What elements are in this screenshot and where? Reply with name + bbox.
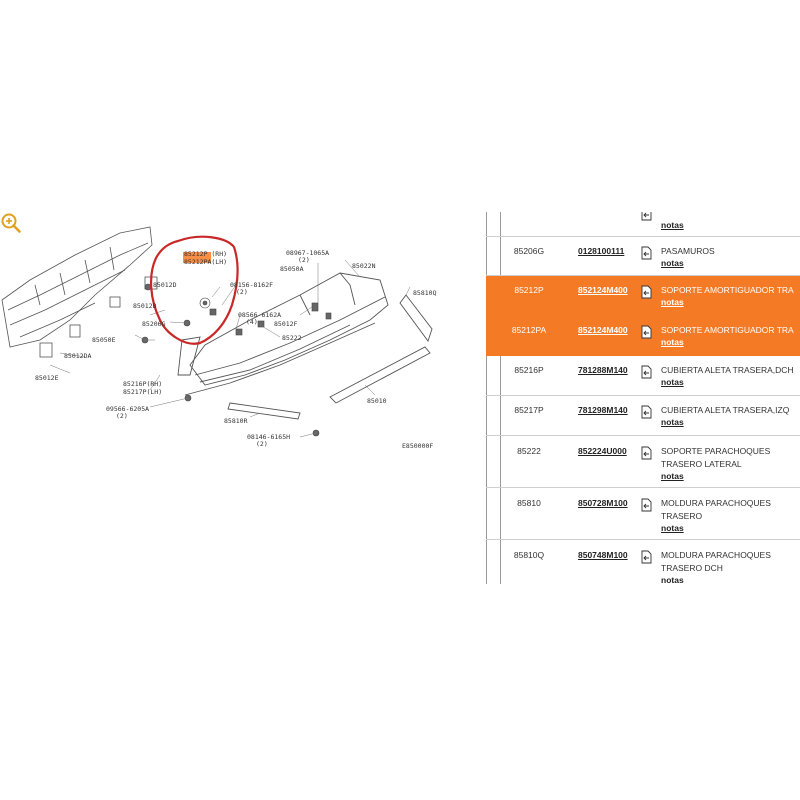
document-arrow-icon[interactable] [641, 549, 652, 564]
label-85012e: 85012E [35, 374, 59, 382]
part-reference-link[interactable]: 0128100111 [578, 246, 625, 256]
part-code: 85217P [514, 405, 544, 415]
document-arrow-icon[interactable] [641, 364, 652, 379]
zoom-in-icon[interactable] [0, 212, 22, 234]
part-reference-link[interactable]: 852124M400 [578, 325, 628, 335]
document-arrow-icon[interactable] [641, 324, 652, 339]
table-left-border [486, 212, 487, 584]
notes-link[interactable]: notas [661, 575, 684, 584]
notes-link[interactable]: notas [661, 523, 684, 533]
bumper-drawing [184, 272, 389, 396]
parts-diagram: 85212P (RH) 85212PA(LH) 08967-1065A (2) … [0, 225, 470, 465]
label-85012f: 85012F [274, 320, 298, 328]
label-85217p: 85217P(LH) [123, 388, 162, 396]
part-description: MOLDURA PARACHOQUES TRASERO DCH [661, 550, 771, 573]
label-85050e: 85050E [92, 336, 116, 344]
label-08566: 08566-6162A [238, 311, 281, 319]
label-85012d: 85012D [153, 281, 177, 289]
fastener-drawing [141, 283, 332, 437]
part-description: PASAMUROS [661, 246, 715, 256]
part-reference-link[interactable]: 850748M100 [578, 550, 628, 560]
document-arrow-icon[interactable] [641, 404, 652, 419]
label-08146-qty: (2) [256, 440, 268, 448]
label-09566-qty: (2) [116, 412, 128, 420]
part-code: 85810Q [513, 550, 545, 560]
label-85212pa: 85212PA(LH) [184, 258, 227, 266]
notes-link[interactable]: notas [661, 337, 684, 347]
molding-drawing [177, 294, 433, 420]
document-arrow-icon[interactable] [641, 284, 652, 299]
document-arrow-icon[interactable] [641, 245, 652, 260]
notes-link[interactable]: notas [661, 220, 684, 230]
table-row[interactable]: notas [486, 212, 800, 237]
label-85022n: 85022N [352, 262, 376, 270]
table-inner-border [500, 212, 501, 584]
parts-table: notas 85206G 0128100111 PASAMUROS notas … [486, 212, 800, 584]
part-code: 85222 [517, 446, 541, 456]
part-description: SOPORTE PARACHOQUES TRASERO LATERAL [661, 446, 771, 469]
document-arrow-icon[interactable] [641, 212, 652, 221]
part-code: 85206G [513, 246, 545, 256]
table-row[interactable]: 85216P 781288M140 CUBIERTA ALETA TRASERA… [486, 356, 800, 396]
part-code: 85216P [514, 365, 544, 375]
part-reference-link[interactable]: 781298M140 [578, 405, 628, 415]
label-08967: 08967-1065A [286, 249, 329, 257]
table-row[interactable]: 85206G 0128100111 PASAMUROS notas [486, 237, 800, 276]
document-arrow-icon[interactable] [641, 497, 652, 512]
document-arrow-icon[interactable] [641, 445, 652, 460]
label-09566: 09566-6205A [106, 405, 149, 413]
label-08967-qty: (2) [298, 256, 310, 264]
label-08156: 08156-8162F [230, 281, 273, 289]
part-description: SOPORTE AMORTIGUADOR TRA [661, 325, 794, 335]
part-reference-link[interactable]: 852224U000 [578, 446, 627, 456]
label-08146: 08146-6165H [247, 433, 290, 441]
label-85012b: 85012B [133, 302, 157, 310]
part-reference-link[interactable]: 781288M140 [578, 365, 628, 375]
part-code: 85810 [517, 498, 541, 508]
part-description: CUBIERTA ALETA TRASERA,DCH [661, 365, 794, 375]
table-row-highlighted[interactable]: 85212P 852124M400 SOPORTE AMORTIGUADOR T… [486, 276, 800, 316]
notes-link[interactable]: notas [661, 377, 684, 387]
label-08156-qty: (2) [236, 288, 248, 296]
label-85216p: 85216P(RH) [123, 380, 162, 388]
notes-link[interactable]: notas [661, 258, 684, 268]
part-description: SOPORTE AMORTIGUADOR TRA [661, 285, 794, 295]
label-85050a: 85050A [280, 265, 304, 273]
table-row[interactable]: 85810 850728M100 MOLDURA PARACHOQUES TRA… [486, 488, 800, 540]
parts-diagram-svg: 85212P (RH) 85212PA(LH) 08967-1065A (2) … [1, 226, 437, 450]
diagram-reference-code: E850000F [402, 442, 433, 450]
part-code: 85212PA [511, 325, 547, 335]
label-85010: 85010 [367, 397, 387, 405]
label-85222: 85222 [282, 334, 302, 342]
rear-panel-drawing [1, 226, 158, 358]
part-reference-link[interactable]: 852124M400 [578, 285, 628, 295]
table-row[interactable]: 85222 852224U000 SOPORTE PARACHOQUES TRA… [486, 436, 800, 488]
label-85206g: 85206G [142, 320, 166, 328]
part-code: 85212P [514, 285, 544, 295]
label-85212p: 85212P (RH) [184, 250, 227, 258]
part-description: CUBIERTA ALETA TRASERA,IZQ [661, 405, 790, 415]
part-reference-link[interactable]: 850728M100 [578, 498, 628, 508]
table-row[interactable]: 85810Q 850748M100 MOLDURA PARACHOQUES TR… [486, 540, 800, 584]
notes-link[interactable]: notas [661, 417, 684, 427]
notes-link[interactable]: notas [661, 471, 684, 481]
label-85012da: 85012DA [64, 352, 91, 360]
table-row-highlighted[interactable]: 85212PA 852124M400 SOPORTE AMORTIGUADOR … [486, 316, 800, 356]
notes-link[interactable]: notas [661, 297, 684, 307]
table-row[interactable]: 85217P 781298M140 CUBIERTA ALETA TRASERA… [486, 396, 800, 436]
annotation-circle [149, 235, 239, 345]
label-08566-qty: (4) [246, 318, 258, 326]
label-85810r: 85810R [224, 417, 248, 425]
callout-highlight [183, 252, 211, 263]
part-description: MOLDURA PARACHOQUES TRASERO [661, 498, 771, 521]
label-85810q: 85810Q [413, 289, 437, 297]
leader-lines [49, 259, 411, 438]
